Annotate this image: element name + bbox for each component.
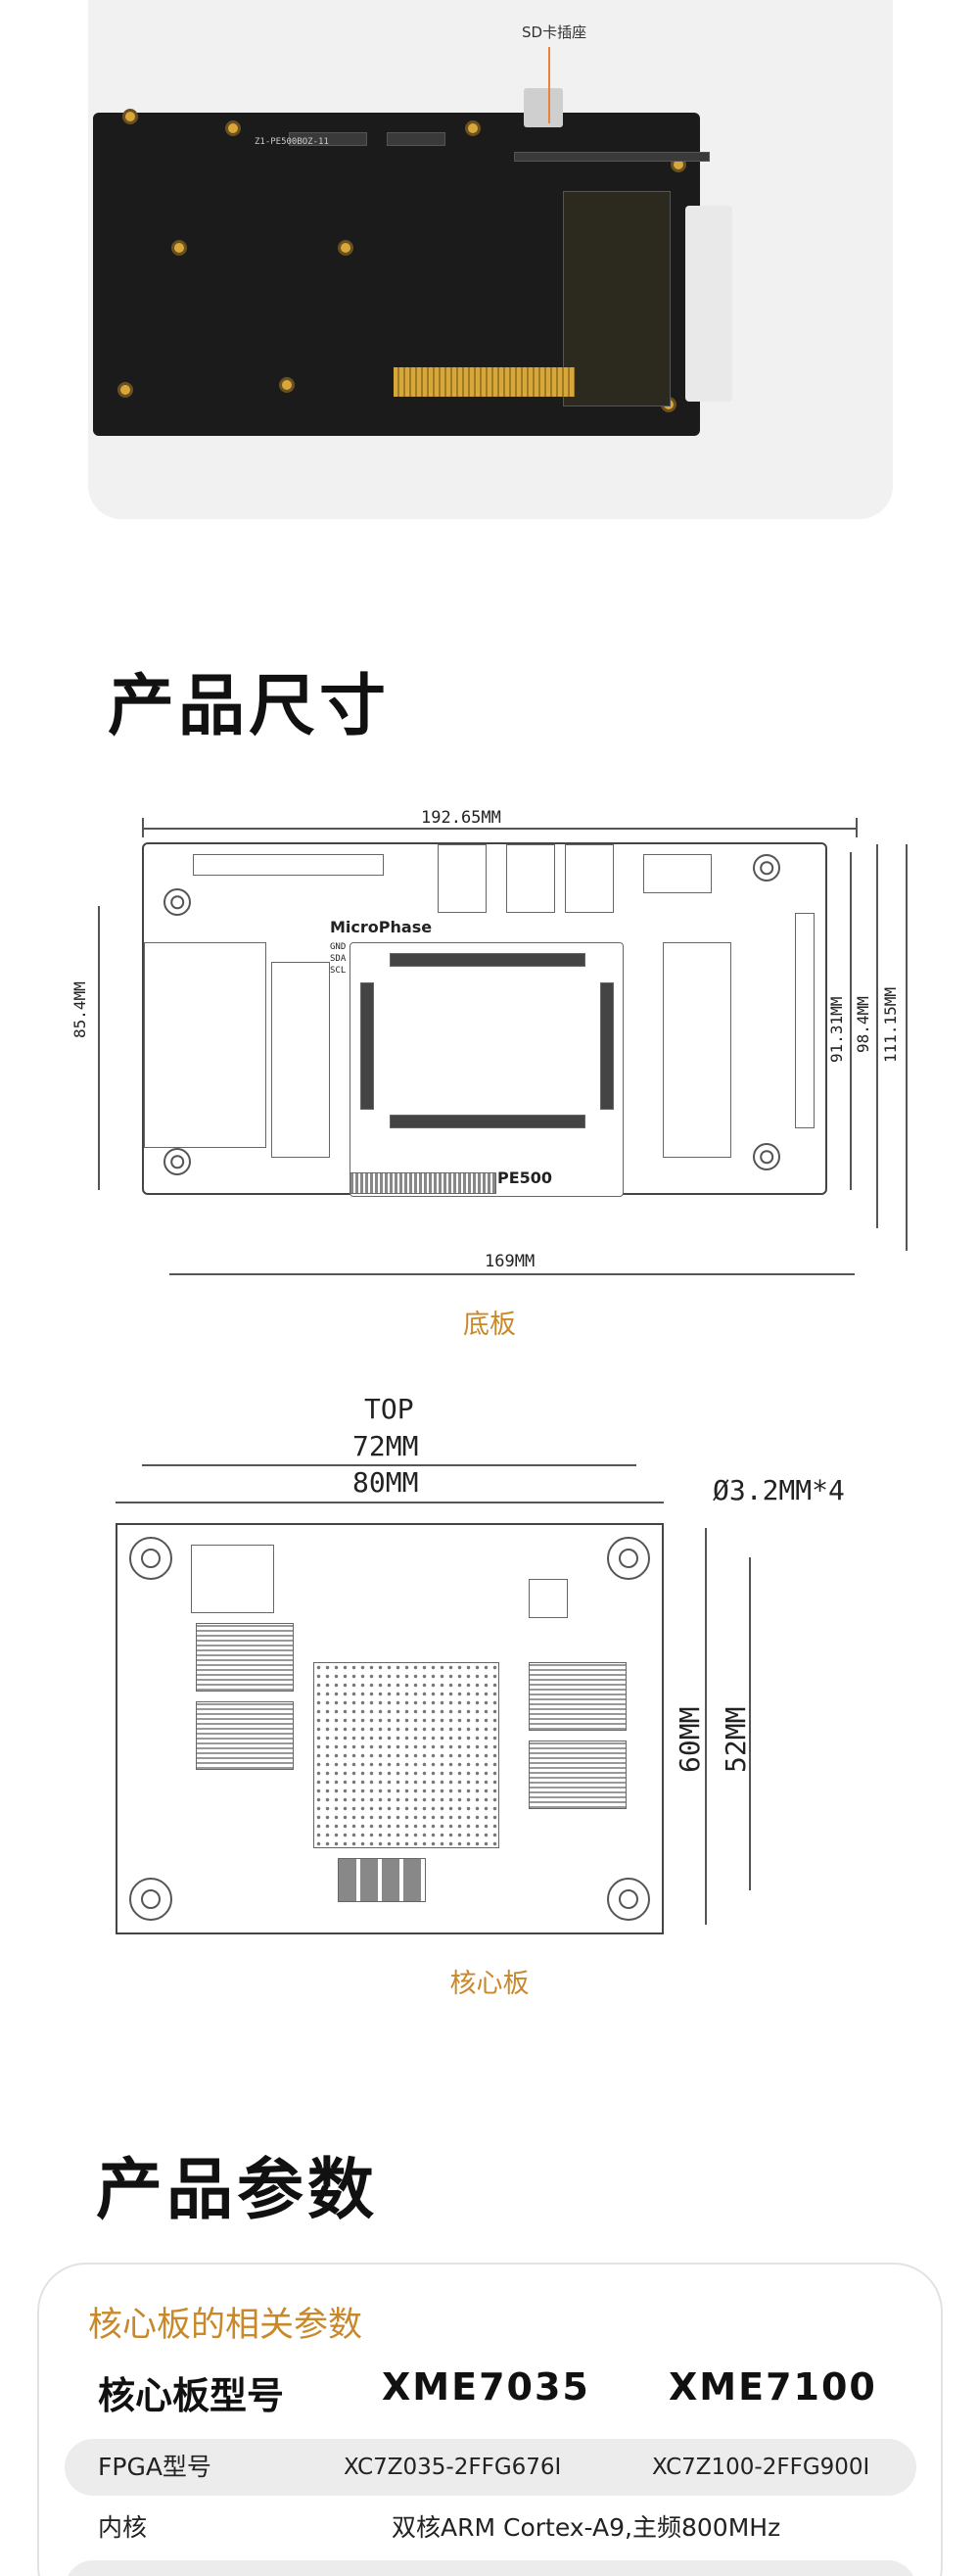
params-card <box>37 2263 943 2576</box>
microphase-logo: MicroPhase <box>330 918 433 936</box>
base-left-height-label: 85.4MM <box>70 981 89 1038</box>
core-inner-width-label: 72MM <box>352 1430 419 1462</box>
pcie-edge <box>350 1172 496 1194</box>
dim-line-core-outer-height <box>705 1528 707 1925</box>
params-header-xme7035: XME7035 <box>382 2365 590 2409</box>
base-inner-width-label: 169MM <box>485 1252 536 1271</box>
connector <box>643 854 712 893</box>
ddr-chip <box>196 1701 294 1770</box>
dimensions-title: 产品尺寸 <box>108 668 391 745</box>
params-header-xme7100: XME7100 <box>669 2365 877 2409</box>
mount-hole <box>122 109 138 124</box>
core-socket-area: PE500 <box>350 942 624 1197</box>
mount-hole <box>225 120 241 136</box>
dim-line-right-h3 <box>906 844 908 1251</box>
core-inner-height-label: 52MM <box>720 1706 752 1773</box>
sfp-components <box>271 962 330 1158</box>
base-mount-hole <box>163 1148 191 1175</box>
base-right-h3-label: 111.15MM <box>881 986 900 1063</box>
side-header <box>795 913 815 1128</box>
core-board-caption: 核心板 <box>449 1969 530 1999</box>
side-components <box>663 942 731 1158</box>
base-right-h1-label: 91.31MM <box>827 996 846 1063</box>
pin-header <box>514 152 710 162</box>
pin-label-sda: SDA <box>330 954 347 964</box>
dim-tick <box>856 818 858 837</box>
base-width-label: 192.65MM <box>421 808 501 828</box>
dim-line-inner-width <box>169 1273 855 1275</box>
core-top-label: TOP <box>364 1393 414 1425</box>
dim-line-left-height <box>98 906 100 1190</box>
params-row-value: XC7Z100-2FFG900I <box>652 2455 870 2480</box>
dim-tick <box>142 818 144 837</box>
core-mount-hole <box>129 1878 172 1921</box>
connector <box>387 132 445 146</box>
ddr-chip <box>529 1662 627 1731</box>
core-outer-height-label: 60MM <box>674 1706 706 1773</box>
dim-line-width <box>142 828 857 830</box>
mount-hole <box>171 240 187 256</box>
pin-header <box>193 854 384 876</box>
core-chip <box>191 1545 274 1613</box>
b2b-connector <box>390 1115 585 1128</box>
base-mount-hole <box>163 888 191 916</box>
core-outer-width-label: 80MM <box>352 1466 419 1499</box>
b2b-connector <box>600 982 614 1110</box>
sd-pointer-line <box>548 47 550 123</box>
base-right-h2-label: 98.4MM <box>854 996 872 1053</box>
base-board-caption: 底板 <box>463 1310 516 1340</box>
sd-slot-label: SD卡插座 <box>522 24 587 41</box>
mount-hole <box>338 240 353 256</box>
sfp-cages <box>144 942 266 1148</box>
fpga-bga <box>313 1662 499 1848</box>
sfp-cage <box>685 206 732 402</box>
base-mount-hole <box>753 854 780 882</box>
base-mount-hole <box>753 1143 780 1170</box>
pcie-gold-fingers <box>394 367 575 397</box>
rj45-port <box>438 844 487 913</box>
dim-line-core-inner-width <box>142 1464 636 1466</box>
b2b-connector <box>390 953 585 967</box>
pin-label-gnd: GND <box>330 942 347 952</box>
model-text: PE500 <box>497 1169 553 1187</box>
ddr-chip <box>529 1741 627 1809</box>
core-hole-label: Ø3.2MM*4 <box>713 1474 845 1506</box>
params-title: 产品参数 <box>96 2152 379 2229</box>
params-subtitle: 核心板的相关参数 <box>88 2306 363 2345</box>
mount-hole <box>117 382 133 398</box>
dim-line-core-outer-width <box>116 1502 664 1503</box>
sd-card-slot <box>524 88 563 127</box>
core-board-outline <box>116 1523 664 1934</box>
mount-hole <box>279 377 295 393</box>
core-mount-hole <box>129 1537 172 1580</box>
params-row-label: FPGA型号 <box>98 2453 211 2481</box>
dim-line-right-h2 <box>876 844 878 1228</box>
dim-line-core-inner-height <box>749 1557 751 1890</box>
params-row-value: 双核ARM Cortex-A9,主频800MHz <box>392 2513 781 2542</box>
core-mount-hole <box>607 1537 650 1580</box>
pcb-marking: Z1-PE500BOZ-11 <box>255 137 329 147</box>
params-row-next <box>65 2560 916 2576</box>
power-inductors <box>338 1858 426 1902</box>
b2b-connector <box>360 982 374 1110</box>
params-row-value: XC7Z035-2FFG676I <box>344 2455 562 2480</box>
pin-label-scl: SCL <box>330 966 347 976</box>
core-chip <box>529 1579 568 1618</box>
params-header-model: 核心板型号 <box>98 2374 285 2417</box>
params-row-core: 内核 双核ARM Cortex-A9,主频800MHz <box>65 2500 916 2556</box>
params-row-label: 内核 <box>98 2513 148 2542</box>
pcb-photo: Z1-PE500BOZ-11 <box>93 109 710 436</box>
rj45-port <box>565 844 614 913</box>
dim-line-right-h1 <box>850 852 852 1190</box>
mount-hole <box>465 120 481 136</box>
ddr-chip <box>196 1623 294 1692</box>
base-board-outline: PE500 MicroPhase GND SDA SCL <box>142 842 827 1197</box>
component-area <box>563 191 671 406</box>
params-row-fpga: FPGA型号 XC7Z035-2FFG676I XC7Z100-2FFG900I <box>65 2439 916 2496</box>
connector <box>289 132 367 146</box>
core-mount-hole <box>607 1878 650 1921</box>
rj45-port <box>506 844 555 913</box>
